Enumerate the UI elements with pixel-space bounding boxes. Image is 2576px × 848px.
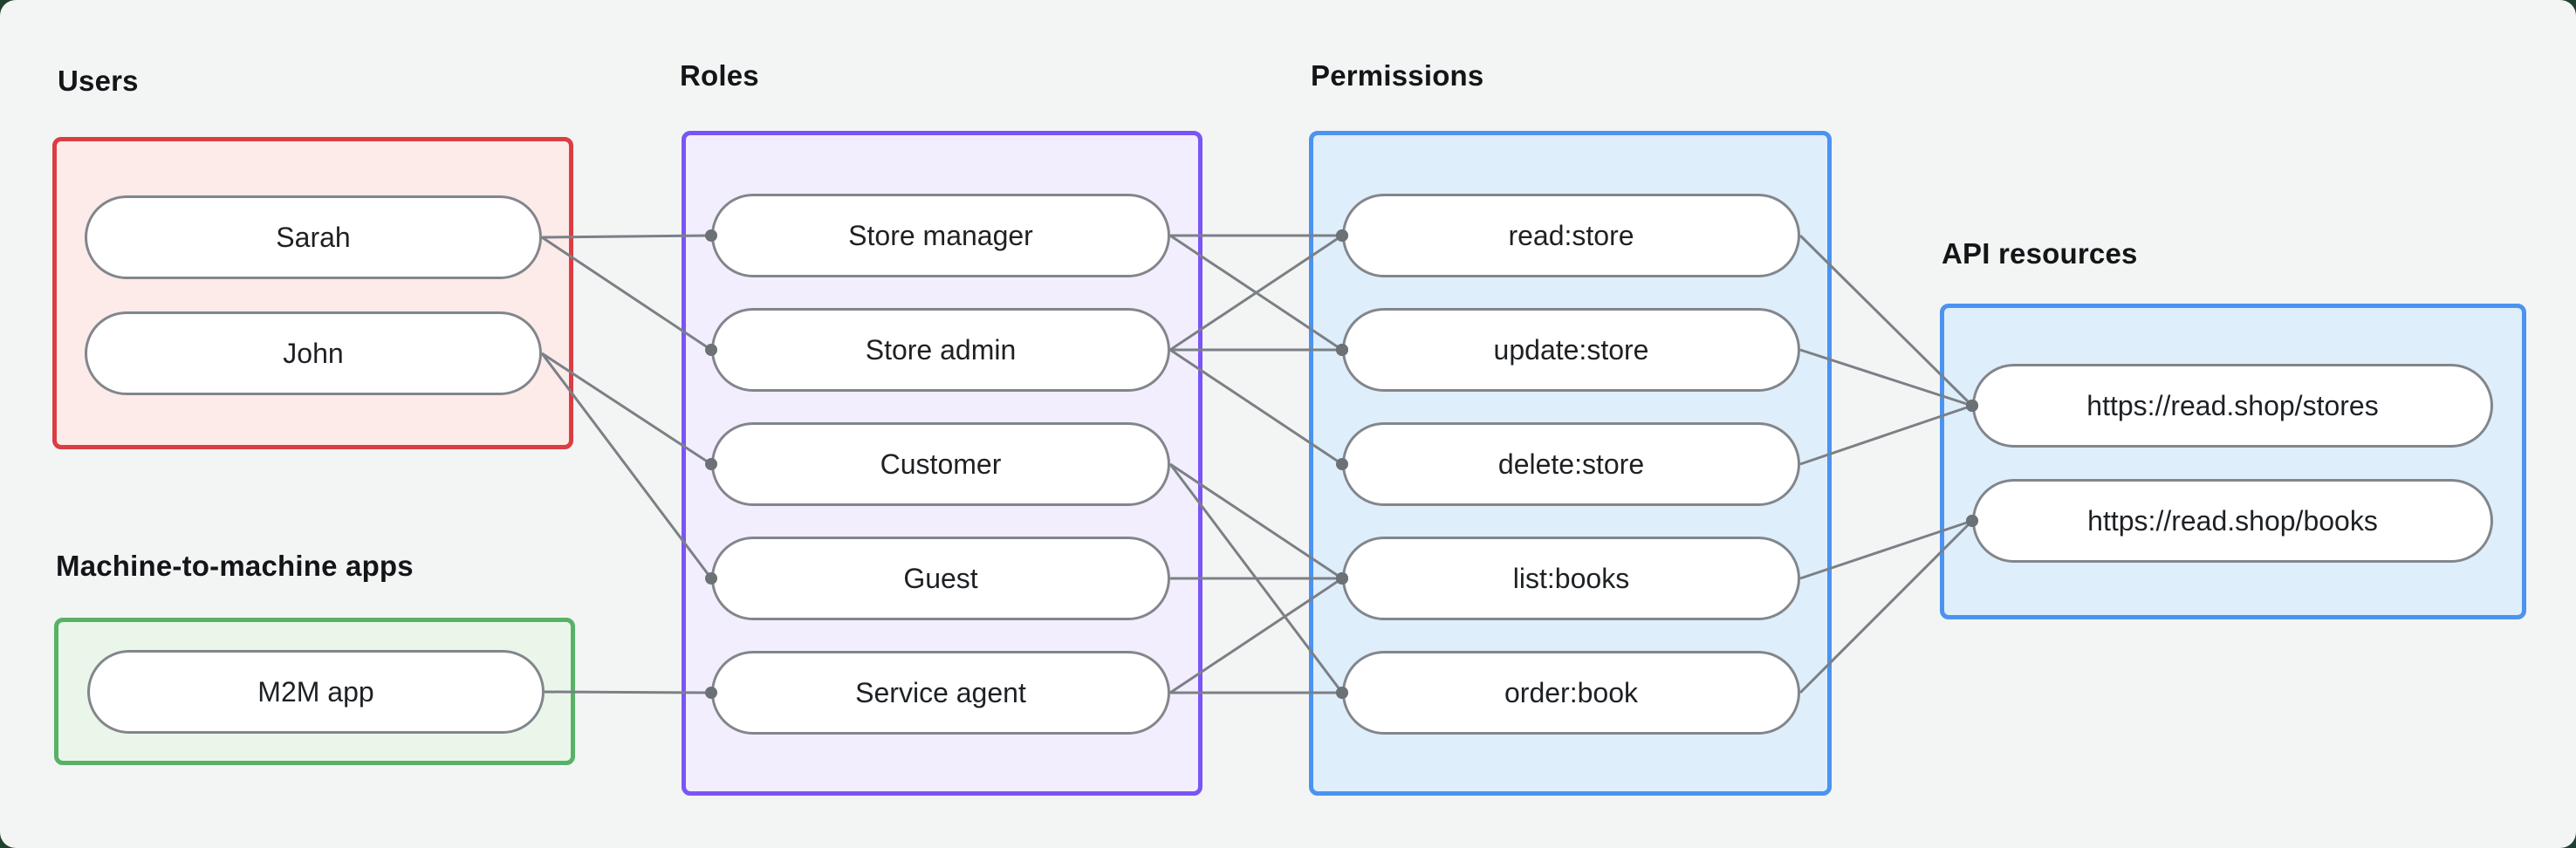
group-label-machine-to-machine-apps: Machine-to-machine apps bbox=[56, 550, 414, 582]
node-service-agent: Service agent bbox=[711, 651, 1170, 735]
group-label-api-resources: API resources bbox=[1942, 237, 2138, 270]
node-guest: Guest bbox=[711, 537, 1170, 620]
group-box-users bbox=[52, 137, 573, 449]
node-read-store: read:store bbox=[1342, 194, 1800, 277]
node-customer: Customer bbox=[711, 422, 1170, 506]
node-update-store: update:store bbox=[1342, 308, 1800, 392]
node-delete-store: delete:store bbox=[1342, 422, 1800, 506]
group-box-api-resources bbox=[1940, 304, 2526, 619]
node-list-books: list:books bbox=[1342, 537, 1800, 620]
node-order-book: order:book bbox=[1342, 651, 1800, 735]
node-books: https://read.shop/books bbox=[1972, 479, 2493, 563]
group-label-users: Users bbox=[58, 65, 139, 97]
node-sarah: Sarah bbox=[85, 195, 542, 279]
node-stores: https://read.shop/stores bbox=[1972, 364, 2493, 448]
group-label-permissions: Permissions bbox=[1311, 59, 1484, 92]
node-store-admin: Store admin bbox=[711, 308, 1170, 392]
node-m2m-app: M2M app bbox=[87, 650, 545, 734]
node-john: John bbox=[85, 311, 542, 395]
node-store-manager: Store manager bbox=[711, 194, 1170, 277]
group-label-roles: Roles bbox=[680, 59, 759, 92]
